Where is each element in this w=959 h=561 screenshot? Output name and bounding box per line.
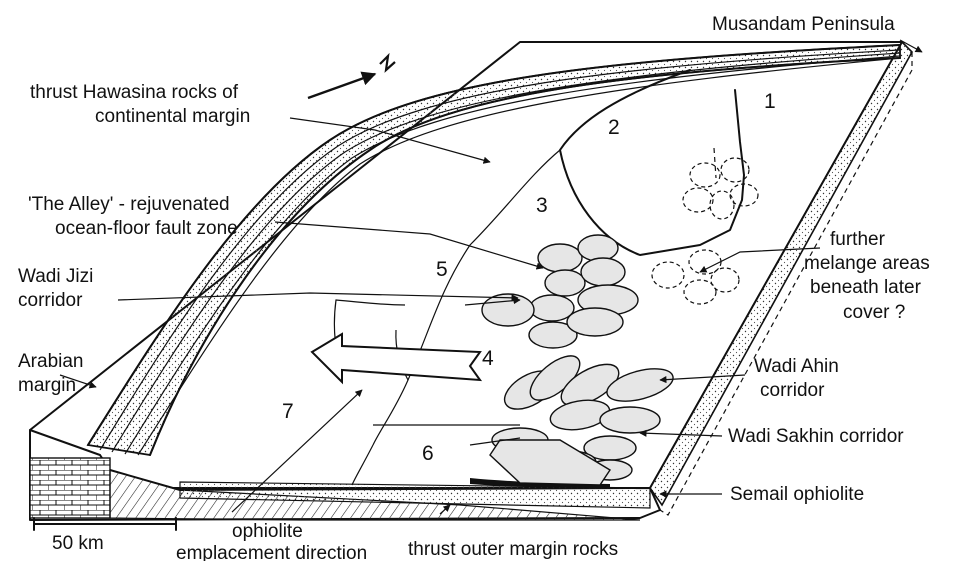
label-hawasina-2: continental margin bbox=[95, 106, 250, 127]
zone-7: 7 bbox=[282, 400, 294, 423]
label-jizi-2: corridor bbox=[18, 290, 83, 311]
label-emplacement-2: emplacement direction bbox=[176, 543, 367, 561]
label-semail: Semail ophiolite bbox=[730, 484, 864, 505]
dashed-melange-lobes bbox=[652, 148, 758, 304]
label-further-2: melange areas bbox=[804, 253, 930, 274]
label-ahin-1: Wadi Ahin bbox=[754, 356, 839, 377]
label-musandam: Musandam Peninsula bbox=[712, 14, 895, 35]
label-jizi-1: Wadi Jizi bbox=[18, 266, 93, 287]
zone-4: 4 bbox=[482, 347, 494, 370]
zone-1: 1 bbox=[764, 90, 776, 113]
label-arabian-1: Arabian bbox=[18, 351, 84, 372]
north-arrow-icon bbox=[308, 56, 395, 98]
label-alley-1: 'The Alley' - rejuvenated bbox=[28, 194, 230, 215]
label-scale: 50 km bbox=[52, 533, 104, 554]
label-outer: thrust outer margin rocks bbox=[408, 539, 618, 560]
limestone-bricks bbox=[30, 458, 110, 518]
zone-2: 2 bbox=[608, 116, 620, 139]
zone-5: 5 bbox=[436, 258, 448, 281]
zone-6: 6 bbox=[422, 442, 434, 465]
label-alley-2: ocean-floor fault zone bbox=[55, 218, 238, 239]
label-hawasina-1: thrust Hawasina rocks of bbox=[30, 82, 239, 103]
zone-3: 3 bbox=[536, 194, 548, 217]
label-arabian-2: margin bbox=[18, 375, 76, 396]
label-sakhin: Wadi Sakhin corridor bbox=[728, 426, 904, 447]
label-emplacement-1: ophiolite bbox=[232, 521, 303, 542]
label-ahin-2: corridor bbox=[760, 380, 825, 401]
label-further-1: further bbox=[830, 229, 886, 250]
label-further-4: cover ? bbox=[843, 302, 905, 323]
label-further-3: beneath later bbox=[810, 277, 922, 298]
wadi-ahin-sakhin-lobes bbox=[470, 348, 676, 485]
